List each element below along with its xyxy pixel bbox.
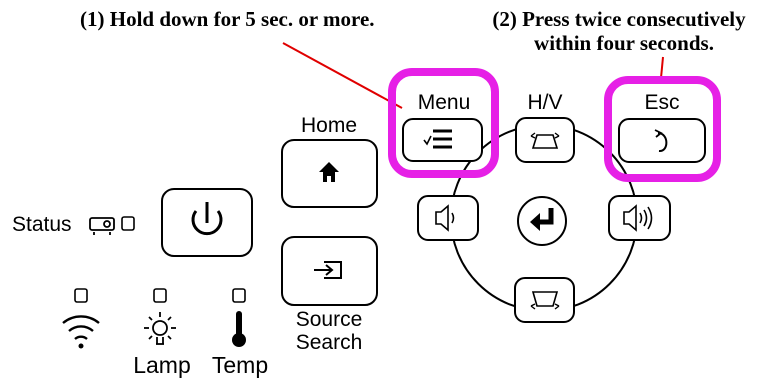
status-indicator — [121, 216, 135, 231]
enter-icon — [530, 208, 554, 231]
annotation-step1: (1) Hold down for 5 sec. or more. — [80, 7, 375, 31]
enter-button[interactable] — [517, 196, 567, 246]
source-input-icon — [314, 261, 342, 279]
esc-highlight — [604, 76, 721, 182]
lamp-indicator — [153, 288, 167, 303]
projector-icon — [89, 217, 115, 235]
return-icon — [654, 129, 668, 152]
volume-up-button[interactable] — [608, 195, 671, 241]
pointer-line-menu — [282, 42, 403, 109]
hv-label: H/V — [527, 91, 562, 114]
source-search-button[interactable] — [281, 236, 378, 306]
volume-down-button[interactable] — [417, 195, 479, 241]
wifi-indicator — [74, 288, 88, 303]
volume-down-icon — [435, 204, 455, 232]
home-label: Home — [301, 114, 357, 137]
annotation-step2-line1: (2) Press twice consecutively — [492, 7, 746, 31]
lamp-icon — [144, 312, 176, 345]
home-button[interactable] — [281, 139, 378, 208]
volume-up-icon — [623, 204, 653, 232]
wifi-icon — [62, 315, 100, 349]
source-label-line2: Search — [296, 331, 363, 354]
pointer-line-esc — [660, 56, 664, 79]
keystone-up-button[interactable] — [515, 117, 575, 163]
menu-icon — [423, 129, 452, 149]
menu-highlight — [388, 68, 499, 178]
esc-label: Esc — [644, 91, 679, 114]
thermometer-icon — [232, 311, 246, 347]
annotation-step2-line2: within four seconds. — [534, 31, 714, 55]
esc-button[interactable] — [618, 118, 706, 163]
temp-indicator — [232, 288, 246, 303]
home-icon — [319, 162, 339, 182]
status-label: Status — [12, 213, 72, 236]
menu-label: Menu — [418, 91, 471, 114]
keystone-down-button[interactable] — [514, 277, 575, 323]
power-icon — [191, 202, 223, 236]
keystone-top-icon — [530, 132, 560, 149]
source-label-line1: Source — [296, 308, 363, 331]
power-button[interactable] — [161, 188, 253, 257]
menu-button[interactable] — [402, 118, 483, 162]
keystone-bottom-icon — [530, 291, 560, 310]
lamp-label: Lamp — [133, 352, 191, 378]
temp-label: Temp — [212, 352, 268, 378]
